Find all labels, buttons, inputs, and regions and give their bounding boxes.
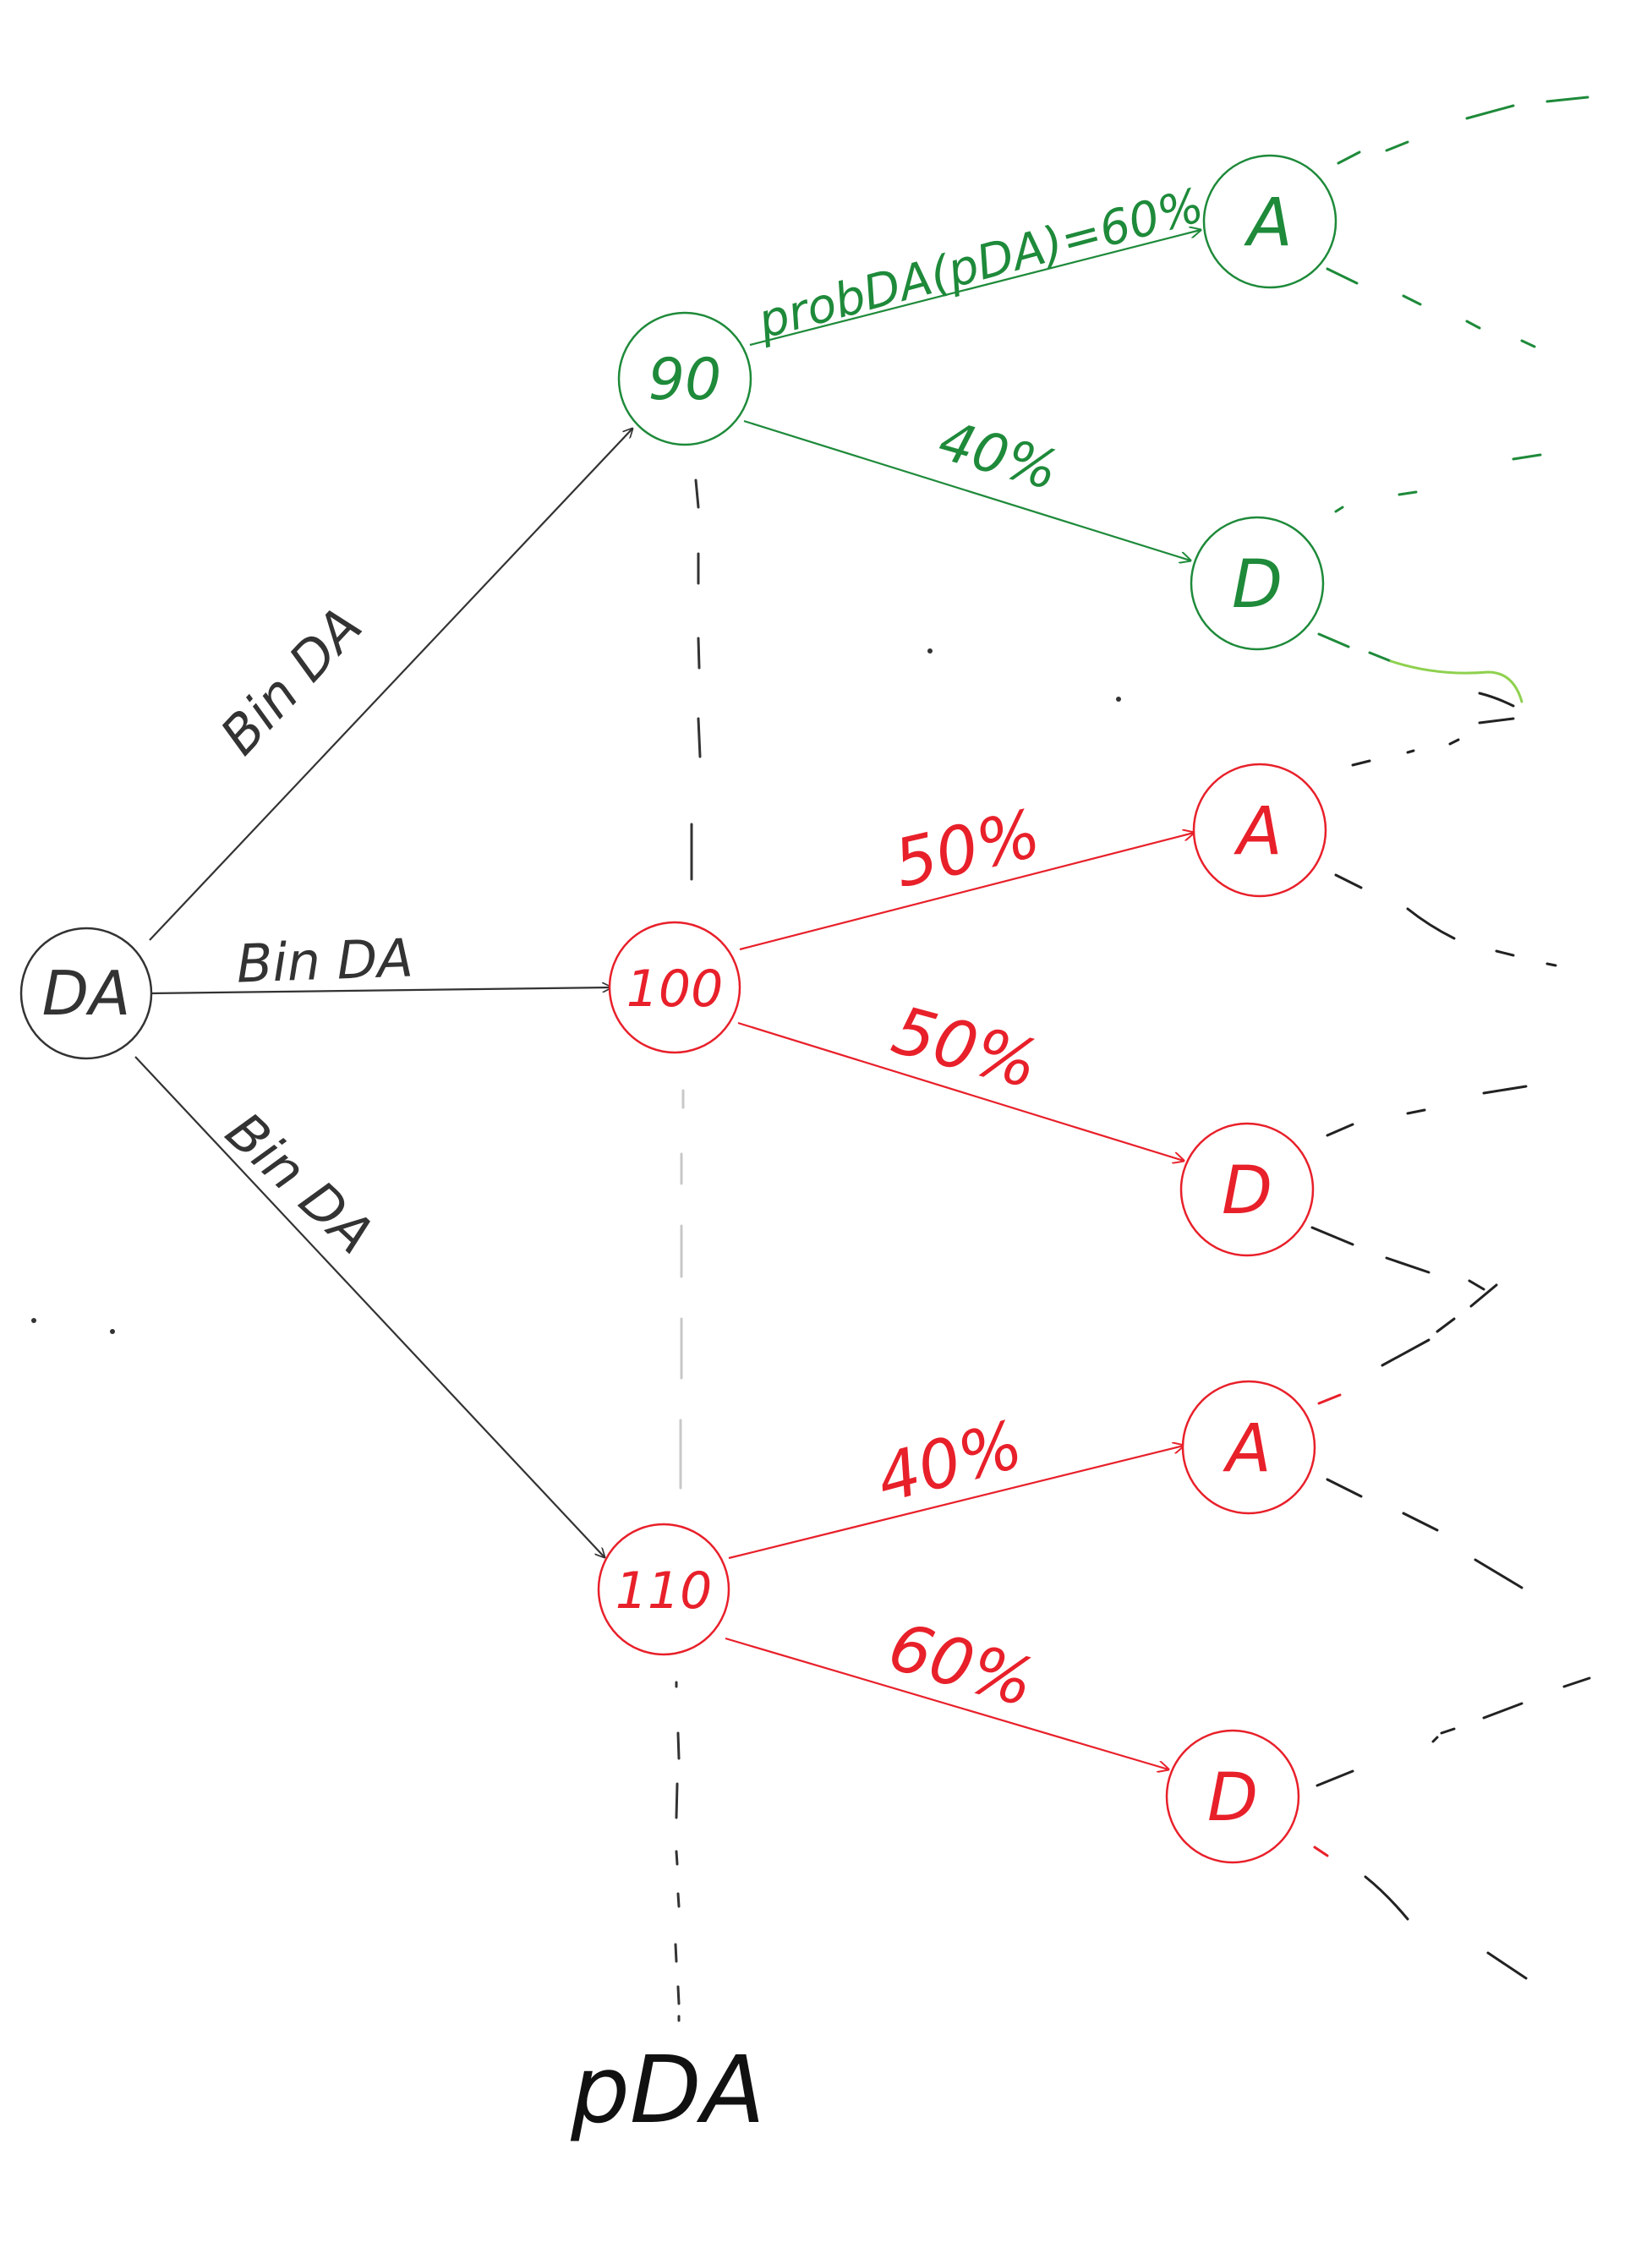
label-red2-down: 60% [880,1609,1042,1722]
node-a-red-1[interactable]: A [1192,763,1327,898]
edge-90-to-a [749,230,1201,347]
edge-100-to-a [739,833,1194,951]
node-d-red-2-label: D [1207,1760,1258,1836]
label-bin-da-upper: Bin DA [208,595,374,767]
edge-110-to-a [728,1446,1184,1560]
edge-root-to-90 [149,429,632,941]
label-green-up: probDA(pDA)=60% [752,178,1209,350]
node-100-label: 100 [626,960,724,1019]
edge-root-to-110 [134,1056,604,1557]
label-bin-da-middle: Bin DA [236,927,414,994]
pda-axis-label: pDA [570,2036,765,2144]
edge-100-to-d [737,1021,1184,1161]
edge-90-to-d [743,419,1190,561]
green-edges [743,230,1201,561]
node-d-red-1-label: D [1222,1153,1272,1229]
node-a-green-label: A [1243,185,1292,261]
node-100[interactable]: 100 [608,921,741,1054]
node-d-green-label: D [1232,547,1283,623]
node-a-red-2-label: A [1222,1411,1271,1487]
edge-110-to-d [725,1637,1168,1769]
node-a-red-2[interactable]: A [1181,1380,1316,1515]
label-red1-down: 50% [884,993,1046,1104]
edge-root-to-100 [150,987,611,995]
node-a-green[interactable]: A [1202,154,1337,289]
node-a-red-1-label: A [1233,794,1282,870]
node-d-red-1[interactable]: D [1179,1122,1315,1257]
node-root[interactable]: DA [19,927,153,1060]
node-110[interactable]: 110 [597,1523,730,1656]
red-edges [725,833,1194,1769]
label-red1-up: 50% [888,796,1048,903]
node-d-green[interactable]: D [1190,516,1325,651]
label-bin-da-lower: Bin DA [214,1100,386,1266]
label-green-down: 40% [932,410,1064,503]
continuation-dashes [1310,96,1591,1980]
label-red2-up: 40% [869,1407,1031,1518]
node-90[interactable]: 90 [617,311,752,446]
root-edges [134,429,632,1557]
pda-dashed-line [674,479,702,2022]
node-90-label: 90 [648,347,722,413]
node-110-label: 110 [615,1561,713,1621]
node-d-red-2[interactable]: D [1165,1729,1300,1864]
node-root-label: DA [42,958,131,1029]
stray-dots [31,648,1121,1334]
